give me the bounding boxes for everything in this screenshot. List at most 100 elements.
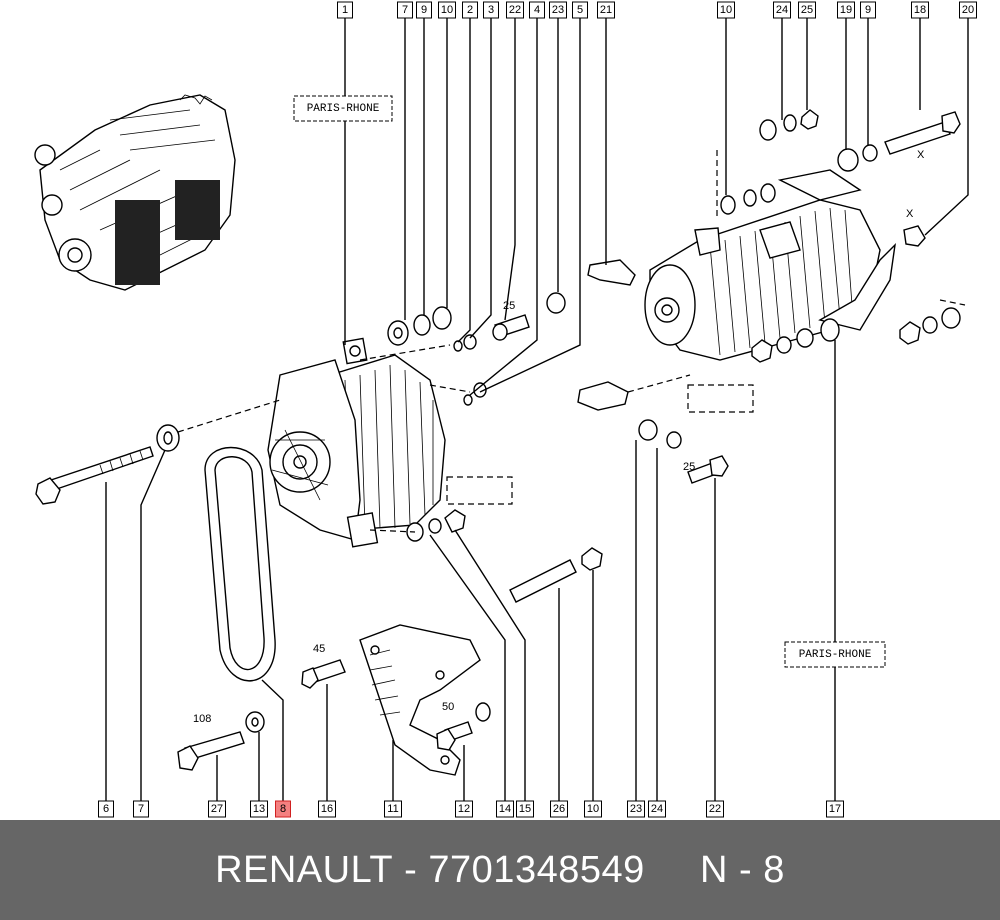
- starter-hardware-top: [720, 109, 961, 247]
- callout-top-7: 7: [402, 4, 408, 16]
- callout-top-9: 9: [865, 4, 871, 16]
- callout-bottom-box-26: [550, 800, 568, 818]
- callout-top-box-10: [438, 1, 456, 19]
- callout-bottom-box-16: [318, 800, 336, 818]
- starter-hardware-bottom: [751, 307, 961, 363]
- footer-separator-2: -: [728, 848, 764, 891]
- callout-top-10: 10: [720, 4, 732, 16]
- callout-top-20: 20: [962, 4, 974, 16]
- dim-45: 45: [313, 643, 325, 655]
- callout-top-box-4: [529, 1, 545, 19]
- callout-bottom-box-7: [133, 800, 149, 818]
- v-belt-8: [204, 446, 276, 682]
- callout-bottom-box-10: [584, 800, 602, 818]
- callout-top-box-5: [572, 1, 588, 19]
- dim-50: 50: [442, 701, 454, 713]
- callout-bottom-6: 6: [103, 803, 109, 815]
- bolt-16: [301, 659, 346, 689]
- callout-bottom-box-22: [706, 800, 724, 818]
- bolt-12: [436, 721, 473, 751]
- callout-top-box-10: [717, 1, 735, 19]
- callout-bottom-10: 10: [587, 803, 599, 815]
- callout-top-box-20: [959, 1, 977, 19]
- brand-label-text-left: PARIS-RHONE: [307, 103, 380, 115]
- callout-bottom-22: 22: [709, 803, 721, 815]
- callout-top-box-25: [798, 1, 816, 19]
- callout-top-18: 18: [914, 4, 926, 16]
- callout-bottom-box-24: [648, 800, 666, 818]
- callout-bottom-box-27: [208, 800, 226, 818]
- bolt-27: [177, 731, 245, 771]
- footer-part-number: 7701348549: [428, 848, 645, 891]
- callout-top-box-23: [549, 1, 567, 19]
- callout-top-box-19: [837, 1, 855, 19]
- nut-10: [581, 547, 603, 571]
- small-hardware-top: [387, 292, 566, 406]
- callout-top-1: 1: [342, 4, 348, 16]
- brand-label-text-right: PARIS-RHONE: [799, 649, 872, 661]
- footer-separator: -: [393, 848, 429, 891]
- brand-label-paris-rhone-right: [784, 641, 886, 668]
- footer-position-number: 8: [763, 848, 785, 891]
- callout-bottom-15: 15: [519, 803, 531, 815]
- callout-top-box-22: [506, 1, 524, 19]
- alternator-left: [267, 337, 446, 548]
- footer-bar: RENAULT - 7701348549 N - 8: [0, 820, 1000, 920]
- long-bolt-6: [35, 446, 154, 505]
- callout-bottom-13: 13: [253, 803, 265, 815]
- footer-gap: [645, 849, 700, 892]
- callout-top-box-21: [597, 1, 615, 19]
- callout-bottom-11: 11: [387, 803, 398, 815]
- plate-lower: [577, 381, 629, 411]
- callout-top-box-1: [337, 1, 353, 19]
- callout-top-10: 10: [441, 4, 453, 16]
- callout-top-23: 23: [552, 4, 564, 16]
- bolt-22: [687, 455, 729, 484]
- callout-top-2: 2: [467, 4, 473, 16]
- rod-26: [509, 559, 577, 603]
- callout-top-5: 5: [577, 4, 583, 16]
- callout-top-4: 4: [534, 4, 540, 16]
- callout-top-25: 25: [801, 4, 813, 16]
- dim-25-top: 25: [503, 300, 515, 312]
- callout-bottom-box-14: [496, 800, 514, 818]
- callout-bottom-17: 17: [829, 803, 841, 815]
- callout-top-21: 21: [600, 4, 612, 16]
- bracket-21: [587, 259, 636, 286]
- callout-bottom-27: 27: [211, 803, 223, 815]
- footer-brand: RENAULT: [215, 848, 394, 891]
- leader-lines: [105, 18, 969, 801]
- engine-thumbnail: [34, 94, 236, 291]
- callout-bottom-box-11: [384, 800, 402, 818]
- parts-diagram: 25 45 108 50: [34, 1, 977, 818]
- callout-bottom-14: 14: [499, 803, 511, 815]
- highlighted-callout-8: 8: [280, 803, 286, 815]
- callout-bottom-box-12: [455, 800, 473, 818]
- callout-top-box-7: [397, 1, 413, 19]
- callout-bottom-box-13: [250, 800, 268, 818]
- brand-label-paris-rhone-left: [293, 95, 393, 122]
- callout-bottom-box-23: [627, 800, 645, 818]
- callout-top-9: 9: [421, 4, 427, 16]
- washer-7: [156, 424, 180, 452]
- callout-bottom-26: 26: [553, 803, 565, 815]
- callout-bottom-24: 24: [651, 803, 663, 815]
- callout-top-3: 3: [488, 4, 494, 16]
- callout-bottom-23: 23: [630, 803, 642, 815]
- callout-top-24: 24: [776, 4, 788, 16]
- dim-x-top: X: [917, 149, 925, 161]
- callout-bottom-7: 7: [138, 803, 144, 815]
- dim-x-right: X: [906, 208, 914, 220]
- callout-top-box-3: [483, 1, 499, 19]
- callout-top-box-24: [773, 1, 791, 19]
- callout-bottom-box-15: [516, 800, 534, 818]
- callout-top-box-9: [860, 1, 876, 19]
- callout-bottom-box-17: [826, 800, 844, 818]
- callout-bottom-12: 12: [458, 803, 470, 815]
- callout-top-box-18: [911, 1, 929, 19]
- dim-25-right: 25: [683, 461, 695, 473]
- footer-position-prefix: N: [700, 848, 728, 891]
- starter-motor-right: [644, 169, 896, 361]
